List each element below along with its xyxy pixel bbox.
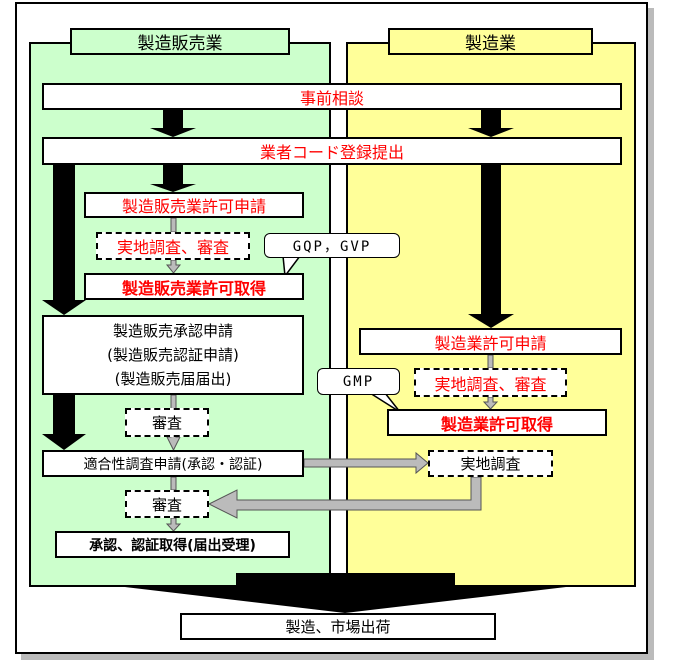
callout-gqp-gvp: GQP，GVP — [264, 233, 400, 258]
black-arrows — [42, 110, 566, 613]
arrow-code-left-long — [42, 165, 86, 315]
step-right-inspect-review: 実地調査、審査 — [414, 368, 567, 397]
certification-apply-line: (製造販売認証申請) — [107, 346, 239, 364]
step-right-permit-apply: 製造業許可申請 — [359, 328, 622, 355]
arrow-review2-get — [165, 517, 182, 532]
step-manufacture-ship: 製造、市場出荷 — [180, 613, 496, 640]
arrow-consult-right — [468, 110, 514, 137]
callout-gmp: GMP — [317, 368, 400, 395]
step-conformity-apply: 適合性調査申請(承認・認証) — [42, 450, 304, 477]
arrow-to-inspection — [303, 451, 429, 475]
gray-arrows — [165, 217, 499, 532]
column-header-right: 製造業 — [388, 28, 593, 55]
arrow-approval-left — [42, 395, 86, 450]
step-left-permit-get: 製造販売業許可取得 — [84, 273, 304, 300]
column-header-left: 製造販売業 — [70, 28, 290, 55]
arrow-right-review-step — [482, 396, 499, 410]
arrow-code-left — [150, 165, 196, 192]
arrow-right-permit-step — [487, 354, 494, 369]
step-review-1: 審査 — [125, 408, 209, 437]
step-left-permit-apply: 製造販売業許可申請 — [84, 192, 304, 218]
step-right-permit-get: 製造業許可取得 — [387, 409, 607, 436]
arrow-code-right-long — [468, 165, 514, 328]
step-left-inspect-review: 実地調査、審査 — [96, 232, 250, 260]
approval-apply-line: 製造販売承認申請 — [112, 322, 233, 340]
notification-line: (製造販売届届出) — [114, 370, 232, 388]
step-business-code: 業者コード登録提出 — [42, 137, 622, 165]
step-review-2: 審査 — [125, 490, 209, 518]
step-consultation: 事前相談 — [42, 83, 622, 110]
arrow-final — [125, 573, 566, 613]
step-right-inspection: 実地調査 — [428, 450, 553, 477]
arrow-review-get — [170, 476, 177, 491]
arrow-inspection-return — [207, 476, 482, 519]
arrow-permit-step — [170, 217, 177, 233]
arrow-review-step — [165, 259, 182, 274]
step-approval-apply: 製造販売承認申請 (製造販売認証申請) (製造販売届届出) — [42, 315, 304, 395]
arrow-consult-left — [150, 110, 196, 137]
step-approval-get: 承認、認証取得(届出受理) — [55, 531, 290, 558]
